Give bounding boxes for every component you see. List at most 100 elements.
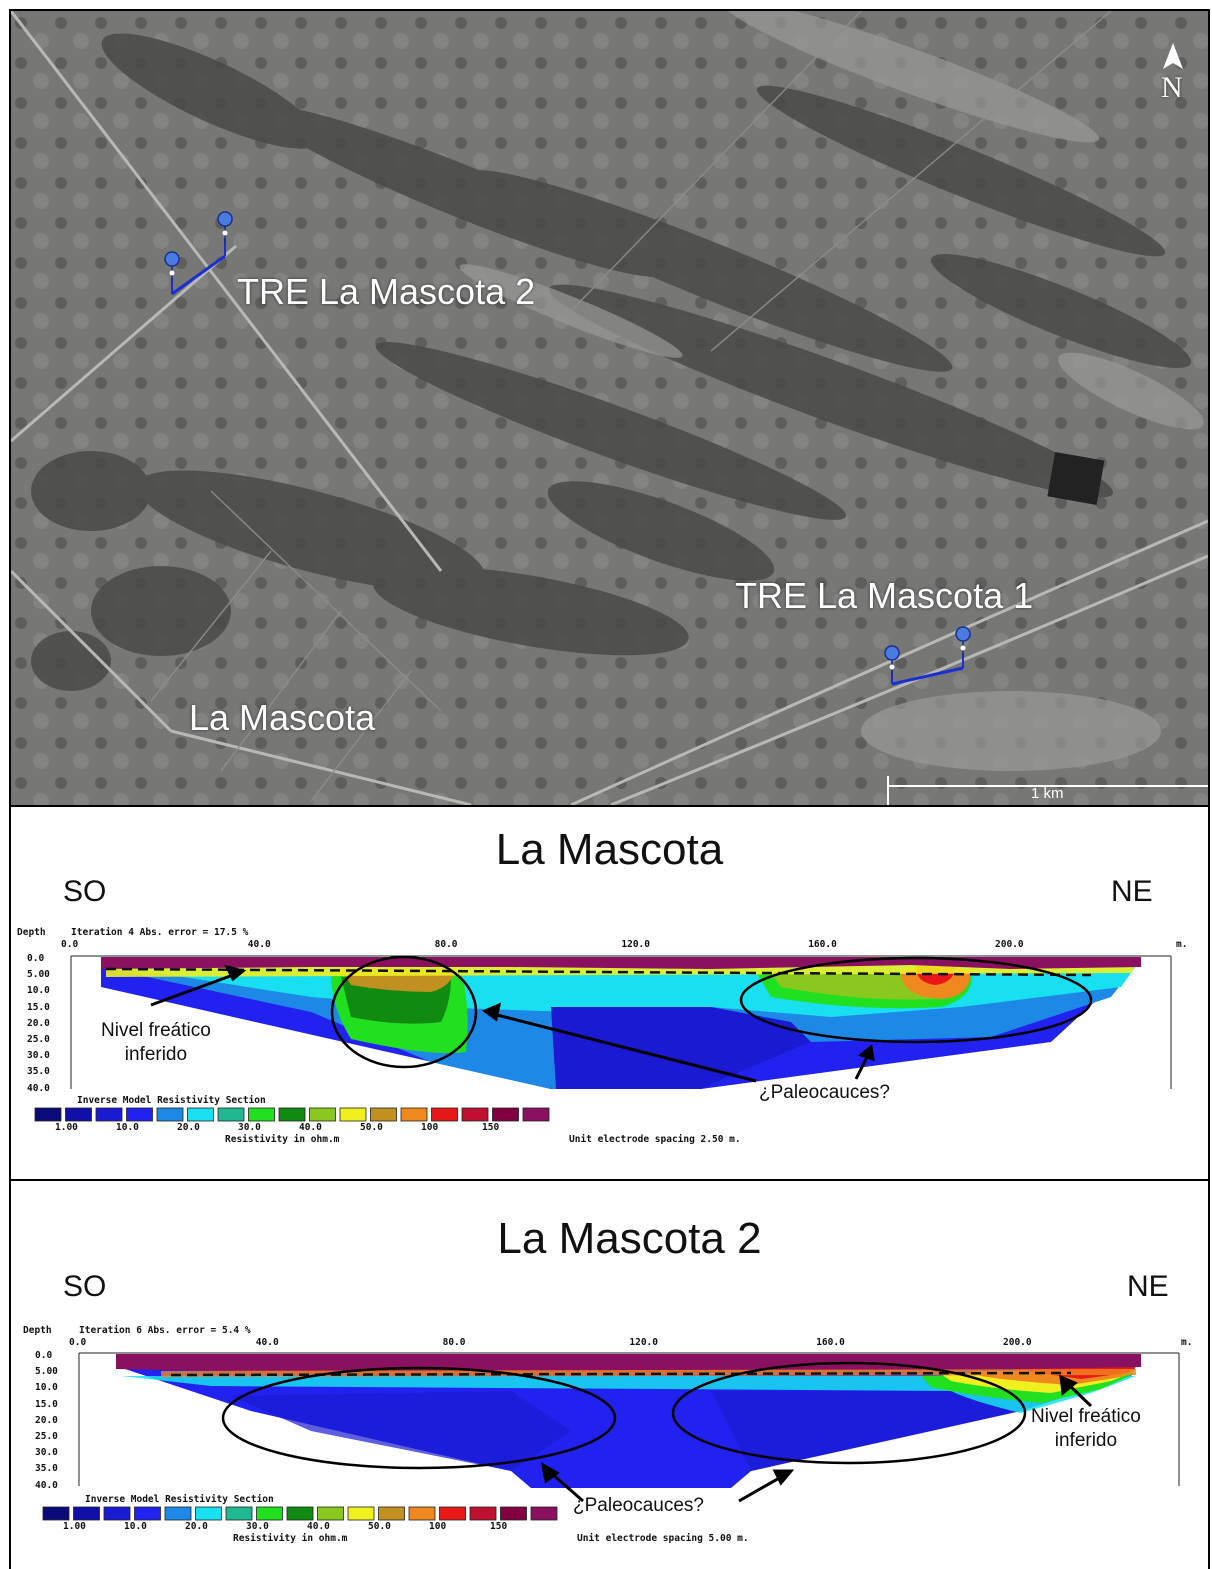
depth-tick-label: 15.0 xyxy=(35,1398,58,1410)
legend-swatch xyxy=(408,1506,436,1521)
legend-title: Inverse Model Resistivity Section xyxy=(77,1095,266,1106)
legend-tick-label: 1.00 xyxy=(55,1122,78,1133)
legend-tick-label: 10.0 xyxy=(124,1521,147,1532)
legend-swatch xyxy=(492,1107,519,1122)
depth-tick-label: 10.0 xyxy=(27,985,50,997)
depth-tick-label: 0.0 xyxy=(35,1350,53,1361)
label-tre-la-mascota-2: TRE La Mascota 2 xyxy=(237,271,536,312)
legend-swatch xyxy=(126,1107,153,1122)
north-arrow-icon xyxy=(1163,43,1183,69)
legend-swatch xyxy=(309,1107,336,1122)
depth-tick-label: 40.0 xyxy=(35,1479,58,1491)
legend-units: Resistivity in ohm.m xyxy=(225,1134,340,1145)
x-tick-label: 200.0 xyxy=(995,939,1024,950)
north-label: N xyxy=(1161,71,1183,104)
legend-units: Resistivity in ohm.m xyxy=(233,1533,348,1544)
x-tick-label: 80.0 xyxy=(442,1337,466,1348)
iteration-text: Iteration 6 Abs. error = 5.4 % xyxy=(79,1325,251,1336)
depth-label: Depth xyxy=(23,1325,52,1336)
legend-swatch xyxy=(195,1506,222,1521)
legend-tick-label: 10.0 xyxy=(116,1122,139,1133)
depth-tick-label: 35.0 xyxy=(35,1463,58,1475)
legend-tick-label: 50.0 xyxy=(368,1521,391,1532)
legend-swatch xyxy=(522,1107,550,1122)
x-tick-label: 160.0 xyxy=(808,939,837,950)
legend-tick-label: 40.0 xyxy=(307,1521,330,1532)
depth-tick-label: 20.0 xyxy=(35,1414,58,1426)
legend-swatch xyxy=(339,1107,367,1122)
paleochannel-ellipse xyxy=(221,1366,617,1470)
label-tre-la-mascota-1: TRE La Mascota 1 xyxy=(735,575,1034,616)
resistivity-section-2 xyxy=(42,1352,1180,1521)
legend-swatch xyxy=(256,1506,283,1521)
depth-label: Depth xyxy=(17,927,46,938)
legend-swatch xyxy=(65,1107,92,1122)
legend-tick-label: 150 xyxy=(490,1521,508,1532)
x-unit: m. xyxy=(1181,1337,1193,1348)
legend-tick-label: 100 xyxy=(421,1122,439,1133)
direction-ne: NE xyxy=(1111,875,1153,908)
marker-pin-icon xyxy=(164,251,180,284)
depth-tick-label: 35.0 xyxy=(27,1066,50,1078)
depth-tick-label: 25.0 xyxy=(27,1034,50,1045)
x-tick-label: 40.0 xyxy=(247,939,271,950)
legend-tick-label: 50.0 xyxy=(360,1122,383,1133)
paleochannel-ellipse xyxy=(330,955,478,1069)
annotation-paleochannels: ¿Paleocauces? xyxy=(759,1082,890,1103)
legend-swatch xyxy=(225,1506,253,1521)
x-tick-label: 200.0 xyxy=(1003,1337,1032,1348)
marker-pin-icon xyxy=(884,645,900,678)
section-la-mascota: La Mascota SO NE Depth Iteration 4 Abs. … xyxy=(9,805,1210,1181)
label-la-mascota: La Mascota xyxy=(189,697,376,738)
profile-line-tre2 xyxy=(171,254,226,296)
electrode-spacing: Unit electrode spacing 2.50 m. xyxy=(569,1134,741,1145)
scale-label: 1 km xyxy=(1031,785,1064,802)
legend-swatch xyxy=(42,1506,70,1521)
depth-tick-label: 25.0 xyxy=(35,1431,58,1442)
legend-tick-label: 100 xyxy=(429,1521,447,1532)
depth-tick-label: 5.00 xyxy=(27,969,50,981)
x-tick-label: 0.0 xyxy=(69,1337,87,1348)
satellite-map: N 1 km TRE La Mascota 2 TRE La Mascota 1… xyxy=(9,9,1210,807)
legend-swatch xyxy=(469,1506,497,1521)
depth-tick-label: 0.0 xyxy=(27,953,45,964)
paleochannel-ellipse xyxy=(739,956,1093,1044)
legend-swatch xyxy=(187,1107,214,1122)
depth-tick-label: 10.0 xyxy=(35,1382,58,1394)
depth-tick-label: 40.0 xyxy=(27,1082,50,1094)
legend-tick-label: 20.0 xyxy=(177,1122,200,1133)
legend-swatch xyxy=(248,1107,275,1122)
depth-tick-label: 5.00 xyxy=(35,1366,58,1378)
legend-swatch xyxy=(73,1506,100,1521)
legend-tick-label: 20.0 xyxy=(185,1521,208,1532)
legend-swatch xyxy=(156,1107,184,1122)
annotation-paleochannels: ¿Paleocauces? xyxy=(573,1495,704,1516)
legend-tick-label: 30.0 xyxy=(238,1122,261,1133)
legend-tick-label: 40.0 xyxy=(299,1122,322,1133)
legend-tick-label: 150 xyxy=(482,1122,500,1133)
x-tick-label: 120.0 xyxy=(621,939,650,950)
x-tick-label: 80.0 xyxy=(434,939,458,950)
section-title: La Mascota 2 xyxy=(497,1214,762,1263)
legend-title: Inverse Model Resistivity Section xyxy=(85,1494,274,1505)
legend-swatch xyxy=(370,1107,397,1122)
x-unit: m. xyxy=(1176,939,1188,950)
legend-tick-label: 1.00 xyxy=(63,1521,86,1532)
section-la-mascota-2: La Mascota 2 SO NE Depth Iteration 6 Abs… xyxy=(9,1179,1210,1569)
depth-tick-label: 30.0 xyxy=(27,1050,50,1062)
scale-bar xyxy=(887,776,1208,805)
legend-swatch xyxy=(530,1506,558,1521)
legend-swatch xyxy=(439,1506,466,1521)
x-tick-label: 160.0 xyxy=(816,1337,845,1348)
direction-so: SO xyxy=(63,1270,107,1303)
legend-swatch xyxy=(134,1506,161,1521)
iteration-text: Iteration 4 Abs. error = 17.5 % xyxy=(71,927,249,938)
x-tick-label: 120.0 xyxy=(629,1337,658,1348)
paleochannel-ellipse xyxy=(671,1361,1027,1465)
x-tick-label: 0.0 xyxy=(61,939,79,950)
marker-pin-icon xyxy=(955,626,971,659)
depth-tick-label: 15.0 xyxy=(27,1001,50,1013)
direction-so: SO xyxy=(63,875,107,908)
x-tick-label: 40.0 xyxy=(255,1337,279,1348)
legend-swatch xyxy=(286,1506,314,1521)
